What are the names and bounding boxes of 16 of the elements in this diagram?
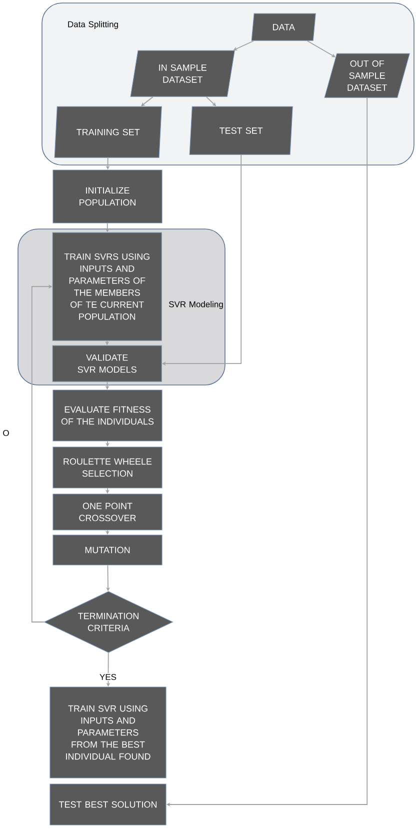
- data-parallelogram: TEST SET: [189, 106, 293, 155]
- process-box: TRAIN SVR USING INPUTS AND PARAMETERS FROM THE BEST INDIVIDUAL FOUND: [50, 686, 166, 778]
- process-box: TRAIN SVRS USING INPUTS AND PARAMETERS OF THE MEMBERS OF TE CURRENT POPULATION: [52, 232, 162, 341]
- process-box: VALIDATE SVR MODELS: [52, 345, 162, 382]
- process-box: ROULETTE WHEELE SELECTION: [52, 446, 162, 488]
- process-box: MUTATION: [52, 534, 162, 566]
- data-parallelogram: TRAINING SET: [54, 106, 162, 158]
- process-box: EVALUATE FITNESS OF THE INDIVIDUALS: [52, 390, 162, 442]
- edge-label: O: [2, 428, 10, 437]
- data-parallelogram: IN SAMPLE DATASET: [130, 50, 235, 97]
- process-box: ONE POINT CROSSOVER: [52, 494, 162, 530]
- process-box: TEST BEST SOLUTION: [50, 784, 166, 826]
- edge-label: YES: [98, 673, 118, 681]
- process-box: INITIALIZE POPULATION: [52, 170, 162, 224]
- data-parallelogram: OUT OF SAMPLE DATASET: [324, 53, 410, 98]
- data-parallelogram: DATA: [251, 13, 316, 41]
